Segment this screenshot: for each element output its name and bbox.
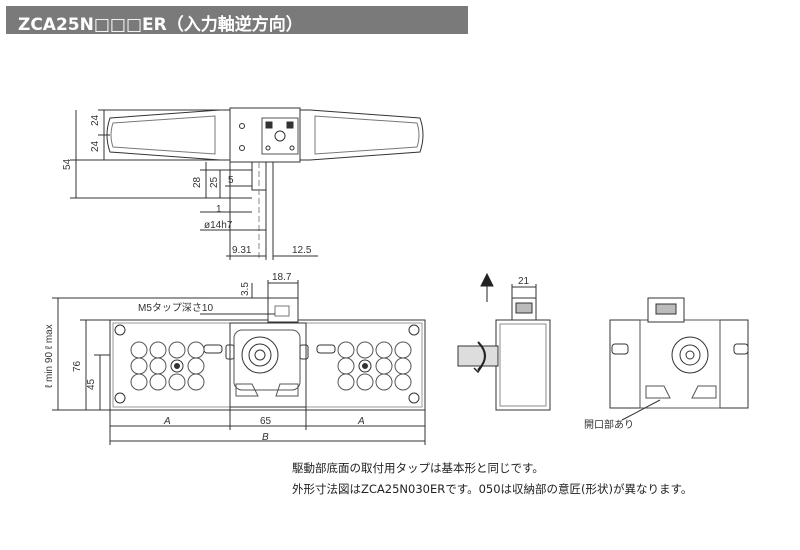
side-view: 21 (457, 272, 551, 411)
front-view: 3.5 18.7 M5タップ深さ10 ℓ min 90 ℓ max 76 45 … (44, 272, 426, 445)
dim-label: 18.7 (272, 272, 292, 283)
tap-label: M5タップ深さ10 (138, 302, 213, 314)
dim-label: 24 (90, 114, 101, 126)
dim-label: 45 (86, 378, 97, 390)
end-view: 開口部あり (584, 297, 749, 431)
note-line: 外形寸法図はZCA25N030ERです。050は収納部の意匠(形状)が異なります… (292, 482, 693, 496)
dim-label: 3.5 (240, 282, 251, 296)
dim-label: 76 (72, 360, 83, 372)
dim-label: ø14h7 (204, 220, 233, 231)
dim-label: 28 (192, 176, 203, 188)
dim-label: 65 (260, 416, 272, 427)
dim-label: 5 (228, 175, 234, 186)
top-view: 24 24 54 28 25 5 1 ø14h7 9.31 12.5 (62, 107, 424, 260)
dim-label: 24 (90, 140, 101, 152)
note-line: 駆動部底面の取付用タップは基本形と同じです。 (292, 461, 544, 475)
dim-label: ℓ min 90 ℓ max (44, 324, 55, 388)
dim-label: A (163, 416, 171, 427)
dim-label: 21 (518, 276, 530, 287)
title-bar: ZCA25N□□□ER（入力軸逆方向） (6, 6, 468, 35)
dim-label: A (357, 416, 365, 427)
dim-label: 9.31 (232, 245, 252, 256)
dim-label: B (262, 432, 269, 443)
dim-label: 25 (209, 176, 220, 188)
dim-label: 54 (62, 158, 73, 170)
dim-label: 12.5 (292, 245, 312, 256)
page-title: ZCA25N□□□ER（入力軸逆方向） (18, 15, 303, 35)
dim-label: 1 (216, 204, 222, 215)
opening-label: 開口部あり (584, 418, 634, 431)
arrow-up-icon (480, 272, 494, 302)
